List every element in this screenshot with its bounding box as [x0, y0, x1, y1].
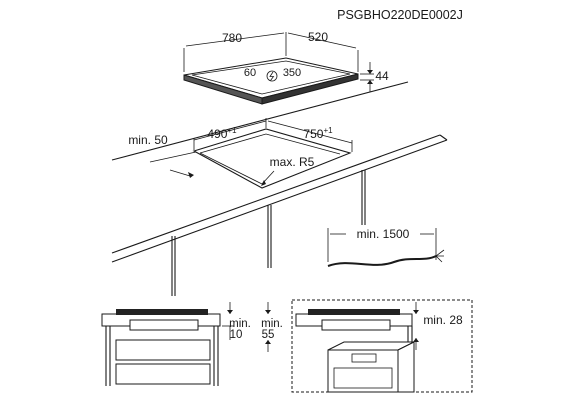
cutout-inner-left [199, 152, 263, 185]
cable-length-label: min. 1500 [357, 227, 410, 241]
clearance-left-label-a: min. [229, 318, 251, 330]
cutout-outline [192, 128, 352, 189]
cutout-radius-label: max. R5 [270, 155, 315, 169]
cutout-width-label: 750+1 [303, 126, 333, 141]
arrow-down-icon [227, 310, 233, 314]
lightning-icon [266, 70, 278, 82]
hob-frame-line [191, 60, 351, 95]
cutout-width-tol: +1 [323, 126, 333, 135]
clearance-left-value-a: 10 [230, 329, 243, 341]
left-hob-glass [116, 309, 208, 315]
hob-width-label: 780 [222, 31, 242, 45]
hob-side-edge [261, 73, 359, 105]
worktop-front-bottom-edge [111, 139, 448, 263]
arrow-up-icon [413, 338, 419, 342]
arrow-down-icon [413, 310, 419, 314]
cutout-depth-value: 490 [207, 127, 227, 141]
dim-50-line [149, 151, 197, 163]
left-drawer-1 [115, 339, 211, 361]
worktop-drawing: min. 50 490+1 750+1 max. R5 [111, 81, 448, 296]
hob-drawing: 60 350 780 520 44 [183, 30, 389, 105]
arrow-down-icon [367, 70, 373, 74]
oven-front [327, 349, 399, 393]
arrow-leader-icon [261, 180, 266, 186]
left-hob-body [129, 319, 199, 331]
arrow-down-icon [265, 310, 271, 314]
left-drawer-2 [115, 363, 211, 385]
hob-height-label: 44 [375, 69, 389, 83]
dim-50-arrow [169, 169, 191, 177]
dim-490-line [193, 120, 267, 141]
power-max-label: 350 [283, 67, 301, 79]
oven-side [397, 341, 415, 393]
cable-drawing: min. 1500 [327, 227, 445, 267]
hob-depth-label: 520 [308, 30, 328, 44]
power-min-label: 60 [244, 67, 256, 79]
oven-control-panel [351, 353, 377, 363]
worktop-corner [439, 134, 448, 141]
model-code: PSGBHO220DE0002J [337, 8, 463, 22]
oven-door [333, 367, 393, 389]
arrow-up-icon [265, 340, 271, 344]
arrow-up-icon [367, 80, 373, 84]
arrow-right-icon [188, 172, 194, 178]
worktop-back-edge [111, 81, 409, 161]
clearance-left-label-b: min. [261, 318, 283, 330]
section-right: min. 28 [291, 299, 473, 393]
lightning-bolt-icon [269, 71, 275, 81]
dim-780-line [185, 32, 285, 47]
dim-520-line [287, 32, 357, 49]
clearance-left-value-b: 55 [262, 329, 275, 341]
clearance-right-label: min. 28 [423, 313, 463, 327]
right-hob-body [321, 319, 391, 331]
section-left: min. 10 min. 55 [101, 302, 283, 386]
cutout-inner-back [199, 133, 341, 155]
cutout-width-value: 750 [303, 127, 323, 141]
worktop-front-top-edge [111, 134, 441, 254]
right-hob-glass [308, 309, 400, 315]
power-cable [327, 255, 437, 267]
dim-750-line [267, 120, 353, 144]
cutout-min-edge-label: min. 50 [128, 133, 168, 147]
cutout-depth-tol: +1 [227, 126, 237, 135]
cable-wires [435, 249, 445, 263]
cutout-depth-label: 490+1 [207, 126, 237, 141]
